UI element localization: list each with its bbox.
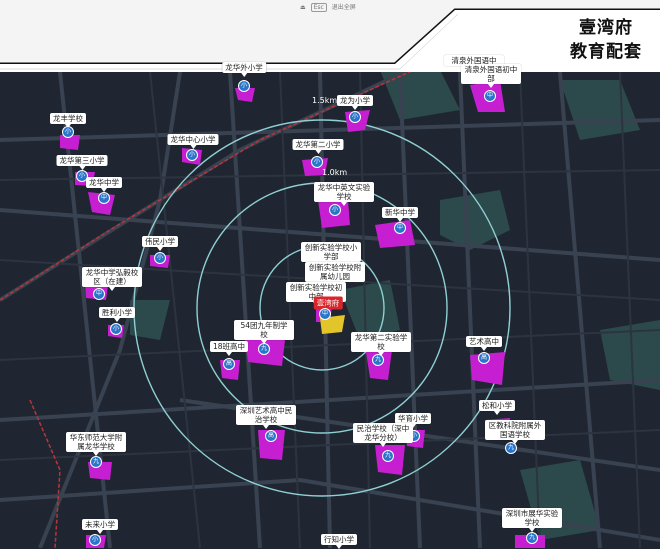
school-label[interactable]: 民治学校（深中龙华分校） xyxy=(353,423,413,447)
title-line2: 教育配套 xyxy=(570,42,642,62)
school-pin-icon[interactable]: 小 xyxy=(349,111,361,123)
school-pin-icon[interactable]: 高 xyxy=(478,352,490,364)
school-label[interactable]: 未来小学 xyxy=(82,519,118,534)
school-label[interactable]: 18班高中 xyxy=(209,341,249,356)
esc-key-button[interactable]: Esc xyxy=(310,3,327,12)
school-label[interactable]: 龙华中学 xyxy=(86,177,122,192)
minor-roads xyxy=(0,71,660,548)
school-label[interactable]: 区教科院附属外国语学校 xyxy=(485,420,545,444)
school-label[interactable]: 龙华中英文实验学校 xyxy=(314,182,374,206)
school-label[interactable]: 胜利小学 xyxy=(99,307,135,322)
title-line1: 壹湾府 xyxy=(579,18,633,38)
school-pin-icon[interactable]: 九 xyxy=(505,442,517,454)
school-pin-icon[interactable]: 小 xyxy=(238,80,250,92)
school-pin-icon[interactable]: 高 xyxy=(223,358,235,370)
school-label[interactable]: 龙华第二小学 xyxy=(292,139,344,154)
school-label[interactable]: 行知小学 xyxy=(321,534,357,549)
school-label[interactable]: 龙华第三小学 xyxy=(56,155,108,170)
park-areas xyxy=(130,70,660,540)
school-pin-icon[interactable]: 中 xyxy=(98,192,110,204)
school-label[interactable]: 伟民小学 xyxy=(142,236,178,251)
school-label[interactable]: 艺术高中 xyxy=(466,336,502,351)
school-label[interactable]: 龙为小学 xyxy=(337,95,373,110)
school-label[interactable]: 龙华外小学 xyxy=(222,62,266,77)
school-label[interactable]: 龙华中学弘毅校区（在建） xyxy=(82,267,142,291)
school-pin-icon[interactable]: 九 xyxy=(526,532,538,544)
school-label[interactable]: 华东师范大学附属龙华学校 xyxy=(66,432,126,456)
school-pin-icon[interactable]: 小 xyxy=(311,156,323,168)
school-pin-icon[interactable]: 小 xyxy=(329,204,341,216)
school-label[interactable]: 龙华第二实验学校 xyxy=(351,332,411,356)
school-label[interactable]: 创新实验学校小学部 xyxy=(301,242,361,266)
school-pin-icon[interactable]: 九 xyxy=(372,354,384,366)
school-label[interactable]: 龙丰学校 xyxy=(50,113,86,128)
escape-icon: ⏏ xyxy=(300,4,306,11)
school-pin-icon[interactable]: 高 xyxy=(265,430,277,442)
fullscreen-toolbar: ⏏ Esc 退出全屏 xyxy=(300,2,356,12)
school-label[interactable]: 创新实验学校附属幼儿园 xyxy=(305,262,365,286)
school-pin-icon[interactable]: 中 xyxy=(319,308,331,320)
school-pin-icon[interactable]: 小 xyxy=(76,170,88,182)
school-pin-icon[interactable]: 小 xyxy=(62,126,74,138)
school-label[interactable]: 54团九年制学校 xyxy=(234,320,294,344)
school-label[interactable]: 新华中学 xyxy=(382,207,418,222)
school-label[interactable]: 松和小学 xyxy=(479,400,515,415)
school-label[interactable]: 华育小学 xyxy=(395,413,431,428)
school-label[interactable]: 清泉外国语初中部 xyxy=(461,64,521,88)
school-label[interactable]: 深圳市展华实验学校 xyxy=(502,508,562,532)
school-label[interactable]: 龙华中心小学 xyxy=(167,134,219,149)
school-pin-icon[interactable]: 中 xyxy=(394,222,406,234)
school-pin-icon[interactable]: 小 xyxy=(154,252,166,264)
school-pin-icon[interactable]: 九 xyxy=(90,456,102,468)
school-pin-icon[interactable]: 九 xyxy=(382,450,394,462)
school-pin-icon[interactable]: 小 xyxy=(89,534,101,546)
school-pin-icon[interactable]: 中 xyxy=(484,90,496,102)
ring-label-1-0km: 1.0km xyxy=(322,168,348,177)
school-pin-icon[interactable]: 九 xyxy=(258,343,270,355)
exit-fullscreen-button[interactable]: 退出全屏 xyxy=(331,4,356,11)
home-marker[interactable]: 壹湾府 xyxy=(313,296,343,310)
page-title: 壹湾府 教育配套 xyxy=(570,16,642,64)
school-pin-icon[interactable]: 中 xyxy=(93,288,105,300)
metro-line-red-2 xyxy=(29,399,61,548)
ring-label-1-5km: 1.5km xyxy=(312,96,338,105)
school-label[interactable]: 深圳艺术高中民治学校 xyxy=(236,405,296,429)
school-pin-icon[interactable]: 小 xyxy=(110,323,122,335)
school-pin-icon[interactable]: 小 xyxy=(186,149,198,161)
